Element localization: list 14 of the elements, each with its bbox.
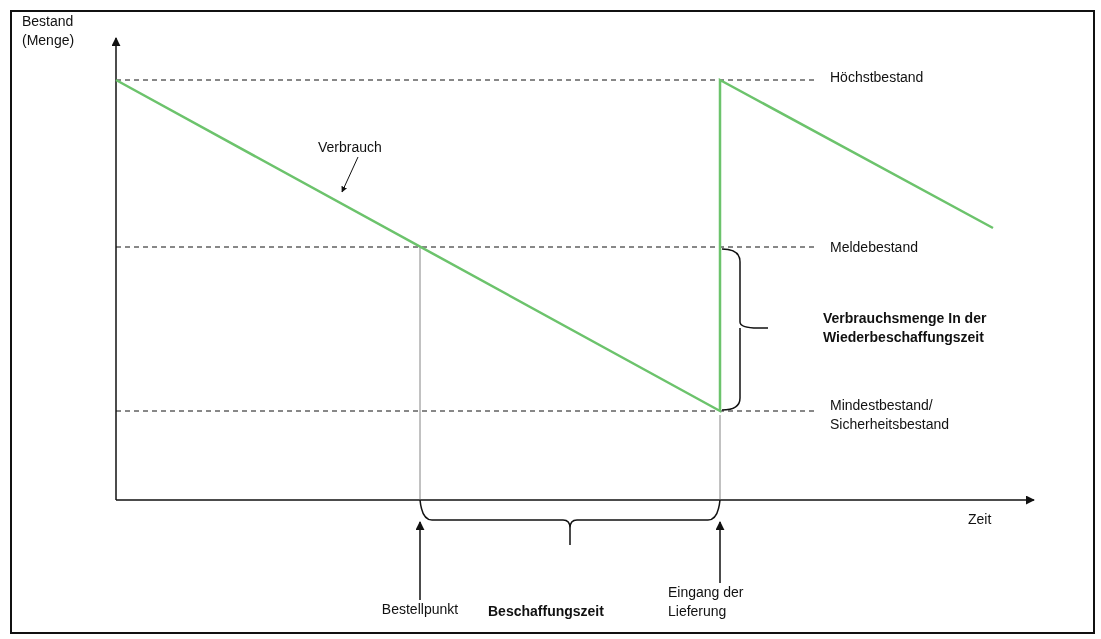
annotation-label: Meldebestand bbox=[830, 238, 919, 257]
arrow bbox=[415, 521, 425, 601]
label-text: Eingang der Lieferung bbox=[668, 583, 778, 621]
annotation-label: Höchstbestand bbox=[830, 68, 925, 87]
arrow bbox=[341, 156, 359, 193]
annotation-label: Zeit bbox=[968, 510, 993, 529]
axis-label: Beschaffungszeit bbox=[488, 602, 605, 621]
annotation-label: Verbrauchsmenge In der Wiederbeschaffungszeit bbox=[823, 309, 988, 347]
arrow bbox=[715, 521, 725, 584]
label-text: Bestellpunkt bbox=[370, 600, 470, 619]
label-text: Verbrauch bbox=[318, 138, 390, 157]
annotation-label: Mindestbestand/ Sicherheitsbestand bbox=[830, 396, 951, 434]
lead-time-brace bbox=[419, 499, 721, 546]
axis-label: Bestand (Menge) bbox=[22, 12, 76, 50]
